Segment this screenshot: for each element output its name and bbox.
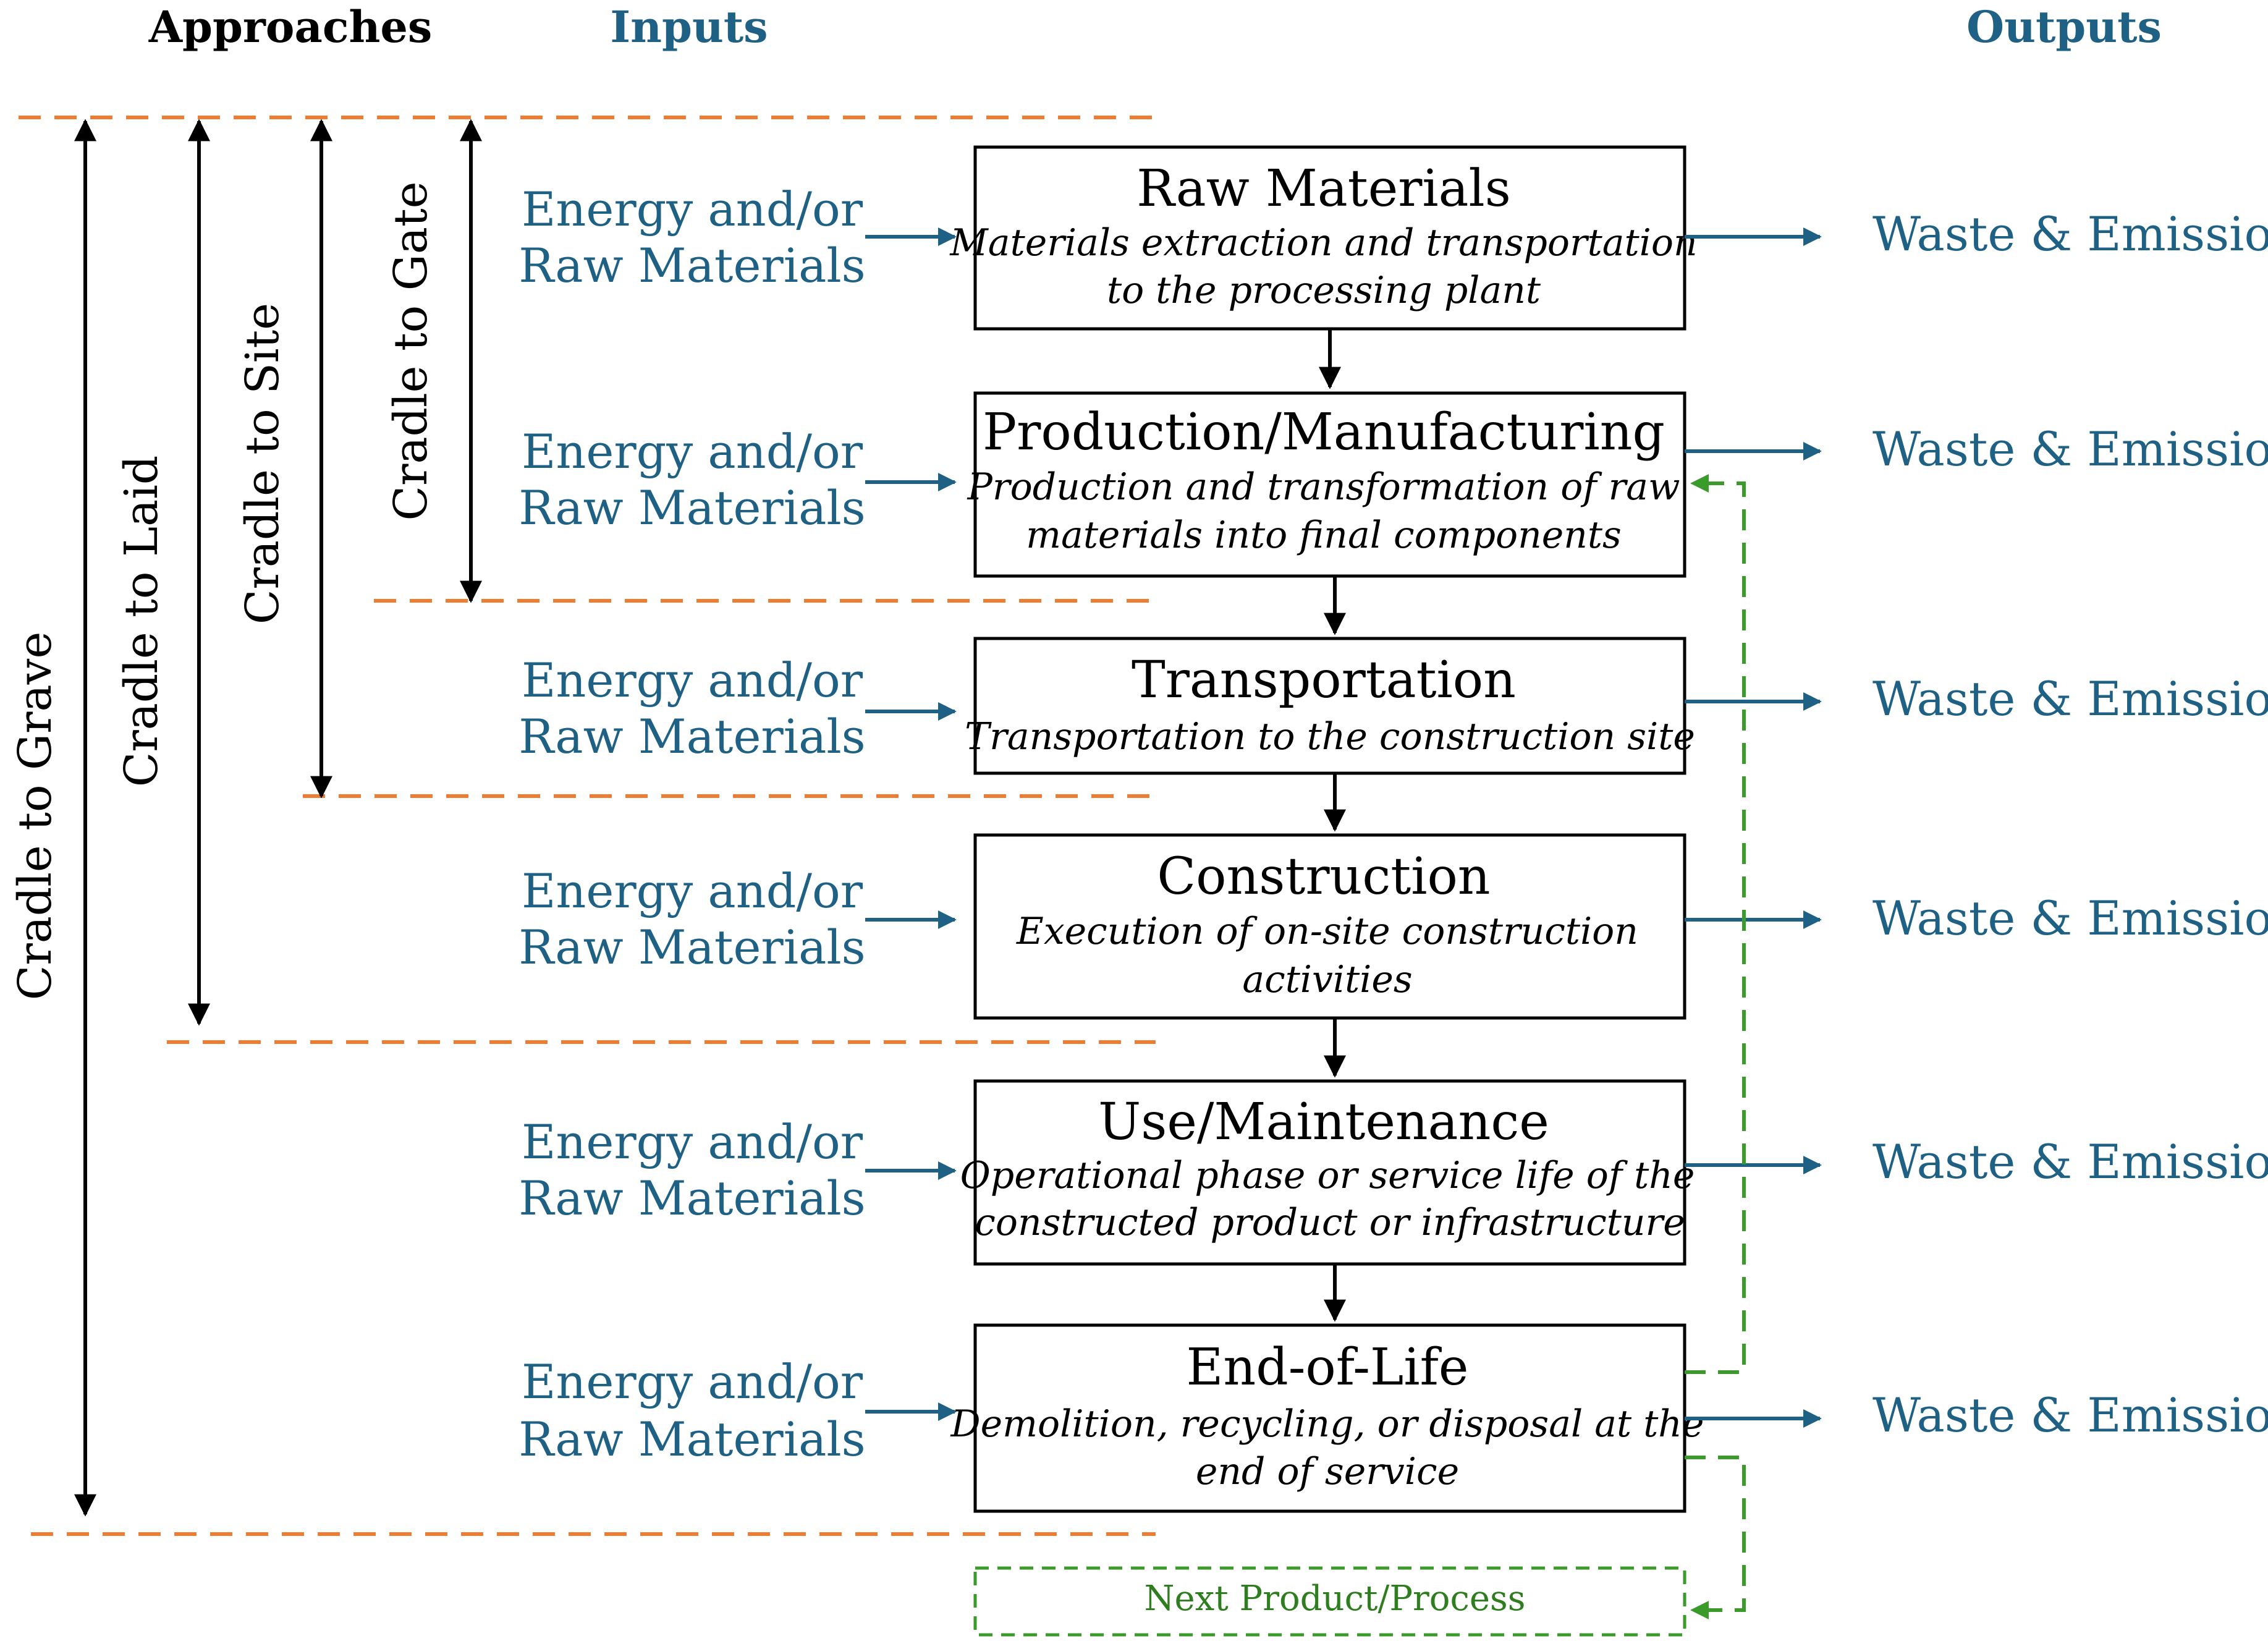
recycling-loops (1685, 474, 1746, 1619)
output-production: Waste & Emissions (1685, 422, 2268, 477)
stage-title: Raw Materials (1136, 159, 1511, 218)
stage-box (973, 1323, 1686, 1513)
approach-label-site: Cradle to Site (236, 303, 289, 624)
output-label: Waste & Emissions (1872, 1134, 2268, 1189)
input-label-line1: Energy and/or (522, 1114, 863, 1169)
stage-production: Production/Manufacturing Production and … (967, 391, 1686, 578)
input-production: Energy and/or Raw Materials (518, 424, 957, 535)
stage-desc-line: Execution of on-site construction (1016, 910, 1638, 953)
output-label: Waste & Emissions (1872, 206, 2268, 261)
next-product-label: Next Product/Process (1145, 1579, 1526, 1619)
loop-to-production (1685, 474, 1746, 1374)
output-label: Waste & Emissions (1872, 671, 2268, 726)
output-use-maintenance: Waste & Emissions (1685, 1134, 2268, 1189)
input-use-maintenance: Energy and/or Raw Materials (518, 1114, 957, 1226)
stage-desc-line: Transportation to the construction site (965, 715, 1695, 758)
input-label-line2: Raw Materials (518, 480, 865, 535)
input-transportation: Energy and/or Raw Materials (518, 653, 957, 764)
stage-title: Construction (1157, 847, 1490, 906)
stage-desc-line: Demolition, recycling, or disposal at th… (950, 1402, 1704, 1446)
stage-desc-line: to the processing plant (1107, 269, 1541, 312)
loop-to-next-product (1685, 1456, 1746, 1619)
stage-flow-arrows (1319, 329, 1346, 1322)
stage-box (973, 1079, 1686, 1266)
stage-box (973, 833, 1686, 1020)
approach-boundaries (19, 116, 1156, 1536)
input-label-line2: Raw Materials (518, 1171, 865, 1226)
stage-title: Transportation (1132, 651, 1516, 710)
approaches-header: Approaches (148, 1, 433, 53)
input-end-of-life: Energy and/or Raw Materials (518, 1354, 957, 1467)
approach-label-gate: Cradle to Gate (384, 181, 438, 520)
stage-box (973, 391, 1686, 578)
output-end-of-life: Waste & Emissions (1685, 1388, 2268, 1443)
input-label-line2: Raw Materials (518, 1412, 865, 1467)
output-label: Waste & Emissions (1872, 422, 2268, 477)
output-label: Waste & Emissions (1872, 1388, 2268, 1443)
stage-desc-line: materials into final components (1026, 514, 1622, 557)
stage-desc-line: Production and transformation of raw (967, 465, 1680, 509)
input-label-line2: Raw Materials (518, 238, 865, 293)
input-label-line1: Energy and/or (522, 1354, 863, 1409)
stage-title: Use/Maintenance (1098, 1093, 1549, 1151)
input-label-line1: Energy and/or (522, 863, 863, 918)
inputs-header: Inputs (610, 1, 768, 53)
stage-desc-line: activities (1242, 958, 1412, 1001)
stage-use-maintenance: Use/Maintenance Operational phase or ser… (960, 1079, 1695, 1266)
stage-transportation: Transportation Transportation to the con… (965, 637, 1695, 775)
stage-title: Production/Manufacturing (983, 403, 1665, 462)
stage-title: End-of-Life (1187, 1338, 1469, 1397)
output-construction: Waste & Emissions (1685, 891, 2268, 946)
approach-arrows (74, 119, 482, 1517)
next-product-process: Next Product/Process (973, 1566, 1686, 1637)
stage-box (973, 637, 1686, 775)
stage-construction: Construction Execution of on-site constr… (973, 833, 1686, 1020)
input-construction: Energy and/or Raw Materials (518, 863, 957, 975)
input-label-line1: Energy and/or (522, 653, 863, 708)
input-label-line1: Energy and/or (522, 182, 863, 237)
input-raw-materials: Energy and/or Raw Materials (518, 182, 957, 293)
outputs-header: Outputs (1966, 1, 2162, 53)
input-label-line2: Raw Materials (518, 709, 865, 764)
approach-label-grave: Cradle to Grave (9, 632, 62, 1000)
stage-raw-materials: Raw Materials Materials extraction and t… (949, 145, 1698, 331)
stage-end-of-life: End-of-Life Demolition, recycling, or di… (950, 1323, 1704, 1513)
output-transportation: Waste & Emissions (1685, 671, 2268, 726)
output-label: Waste & Emissions (1872, 891, 2268, 946)
output-raw-materials: Waste & Emissions (1685, 206, 2268, 261)
approach-label-laid: Cradle to Laid (115, 456, 168, 787)
input-label-line2: Raw Materials (518, 920, 865, 975)
next-product-box (973, 1566, 1686, 1637)
stage-desc-line: Operational phase or service life of the (960, 1154, 1695, 1197)
stage-desc-line: Materials extraction and transportation (949, 221, 1697, 265)
stage-desc-line: end of service (1196, 1450, 1459, 1493)
stage-desc-line: constructed product or infrastructure (975, 1201, 1685, 1244)
input-label-line1: Energy and/or (522, 424, 863, 479)
